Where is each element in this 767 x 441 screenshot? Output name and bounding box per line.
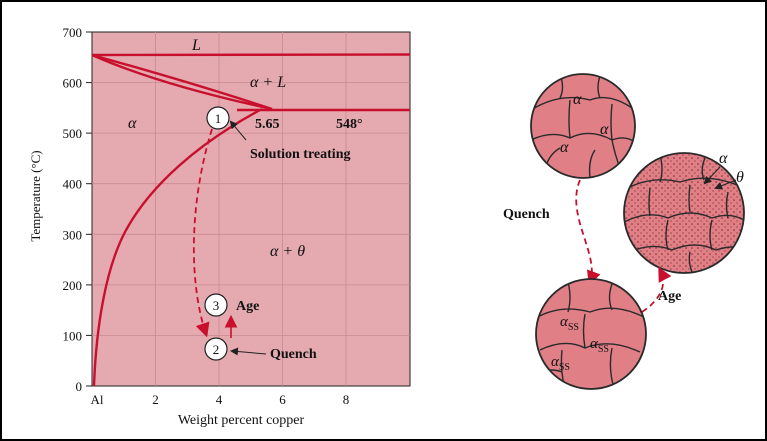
grain-circle-solution: α α α [531, 74, 635, 178]
x-tick-label: 2 [152, 392, 159, 407]
region-label-liquid: L [191, 37, 201, 54]
y-tick-label: 100 [63, 328, 83, 343]
step-2-label: Quench [270, 347, 317, 362]
aged-theta-label: θ [736, 169, 744, 186]
region-label-alpha-theta: α + θ [270, 243, 305, 260]
quench-transition-arrow [576, 180, 592, 282]
x-tick-label: 6 [279, 392, 286, 407]
quench-transition-label: Quench [503, 207, 550, 222]
aged-alpha-label: α [719, 150, 728, 167]
grain-label-alpha: α [560, 139, 569, 156]
grain-label-alpha: α [600, 121, 609, 138]
y-tick-label: 0 [76, 379, 83, 394]
y-tick-label: 600 [63, 76, 83, 91]
step-1-label: Solution treating [250, 147, 350, 162]
microstructures: α α α Quench [503, 74, 744, 390]
phase-diagram: 700 600 500 400 300 200 100 0 Al 2 4 6 8… [28, 25, 410, 428]
y-ticks [86, 32, 92, 386]
liquidus-upper [92, 55, 410, 56]
eutectic-composition: 5.65 [255, 117, 280, 132]
grain-label-alpha: α [573, 91, 582, 108]
region-label-alpha: α [128, 115, 137, 132]
eutectic-temperature: 548° [336, 117, 363, 132]
x-tick-label: 4 [216, 392, 223, 407]
y-tick-label: 700 [63, 25, 83, 40]
step-2-number: 2 [213, 342, 220, 357]
x-tick-label: 8 [343, 392, 350, 407]
y-tick-label: 300 [63, 227, 83, 242]
x-axis-label: Weight percent copper [178, 413, 305, 428]
y-tick-label: 200 [63, 278, 83, 293]
step-3-label: Age [236, 299, 259, 314]
region-label-alpha-liquid: α + L [250, 74, 286, 91]
grain-circle-quenched: αSS αSS αSS [536, 279, 646, 390]
age-transition-label: Age [658, 289, 681, 304]
grain-circle-aged: α θ [624, 150, 744, 273]
y-tick-label: 400 [63, 177, 83, 192]
step-3-number: 3 [213, 298, 220, 313]
y-axis-label: Temperature (°C) [28, 150, 43, 241]
y-tick-label: 500 [63, 126, 83, 141]
step-1-number: 1 [215, 111, 222, 126]
x-tick-label: Al [91, 392, 104, 407]
